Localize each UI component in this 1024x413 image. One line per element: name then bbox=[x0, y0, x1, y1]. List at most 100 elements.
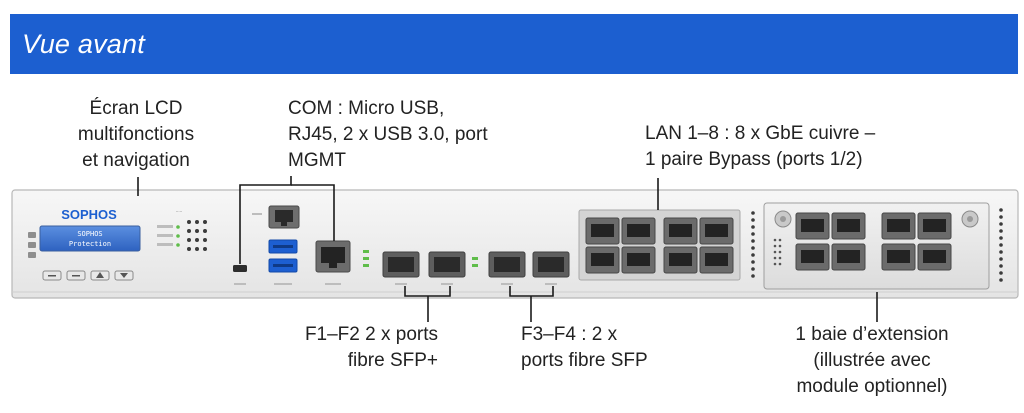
device-detail bbox=[778, 238, 782, 242]
device-detail bbox=[705, 224, 728, 237]
device-detail bbox=[627, 224, 650, 237]
callout-lcd-line: et navigation bbox=[82, 150, 190, 171]
device-detail bbox=[999, 257, 1003, 261]
callout-lcd-label: Écran LCD multifonctions et navigation bbox=[60, 96, 212, 174]
callout-lan-line: LAN 1–8 : 8 x GbE cuivre – bbox=[645, 123, 876, 144]
port-socket bbox=[388, 257, 414, 272]
device-detail bbox=[773, 256, 777, 260]
vent-dot bbox=[187, 238, 191, 242]
led-label bbox=[157, 234, 173, 237]
minus-icon bbox=[72, 275, 80, 277]
lan-sockets bbox=[591, 224, 728, 266]
device-detail bbox=[801, 250, 824, 263]
callout-lan-line: 1 paire Bypass (ports 1/2) bbox=[645, 149, 863, 170]
vent-dot bbox=[203, 220, 207, 224]
callout-com-line: MGMT bbox=[288, 150, 347, 171]
port-label bbox=[441, 283, 453, 285]
device-detail bbox=[999, 264, 1003, 268]
device-detail bbox=[773, 262, 777, 266]
device-detail bbox=[705, 253, 728, 266]
sfp-leds bbox=[363, 250, 478, 267]
device-detail bbox=[999, 229, 1003, 233]
vent-dot bbox=[187, 247, 191, 251]
port-label bbox=[274, 283, 292, 285]
left-handle-screws bbox=[28, 232, 36, 258]
port-socket bbox=[494, 257, 520, 272]
device-detail bbox=[999, 250, 1003, 254]
port-label bbox=[234, 283, 246, 285]
device-detail bbox=[999, 278, 1003, 282]
vent-dot bbox=[187, 220, 191, 224]
vent-dot bbox=[203, 247, 207, 251]
screw bbox=[28, 252, 36, 258]
status-leds: ····· bbox=[157, 209, 182, 247]
device-detail bbox=[778, 262, 782, 266]
port-socket bbox=[281, 222, 287, 226]
device-detail bbox=[999, 271, 1003, 275]
port-socket bbox=[273, 245, 293, 248]
callout-lcd-line: Écran LCD bbox=[89, 98, 183, 119]
bay-side-dots bbox=[773, 238, 782, 266]
callout-line-com-mgmt bbox=[291, 184, 335, 241]
device-detail bbox=[923, 219, 946, 232]
vent-dot bbox=[195, 238, 199, 242]
lcd-line1: SOPHOS bbox=[77, 230, 102, 238]
callout-bay-line: 1 baie d’extension bbox=[795, 324, 949, 345]
device-detail bbox=[751, 253, 755, 257]
device-detail bbox=[999, 215, 1003, 219]
device-detail bbox=[778, 256, 782, 260]
device-detail bbox=[669, 224, 692, 237]
vent-dot bbox=[203, 238, 207, 242]
callout-f3f4-line: F3–F4 : 2 x bbox=[521, 324, 618, 345]
minus-icon bbox=[48, 275, 56, 277]
callout-f3f4-label: F3–F4 : 2 x ports fibre SFP bbox=[521, 322, 648, 374]
device-detail bbox=[999, 236, 1003, 240]
port-label bbox=[501, 283, 513, 285]
sophos-logo: SOPHOS bbox=[61, 207, 117, 222]
arrow-down-icon bbox=[120, 273, 128, 278]
vent-column-right bbox=[999, 208, 1003, 282]
bay-thumbscrews bbox=[774, 210, 979, 228]
vent-column bbox=[751, 211, 755, 278]
device-detail bbox=[48, 272, 128, 278]
device-detail bbox=[751, 246, 755, 250]
sfp-ports bbox=[488, 251, 570, 285]
vent-dot bbox=[195, 229, 199, 233]
device-detail bbox=[751, 260, 755, 264]
led bbox=[363, 264, 369, 267]
port-socket bbox=[321, 247, 345, 263]
led-label bbox=[157, 243, 173, 246]
port-socket bbox=[434, 257, 460, 272]
port-socket bbox=[273, 264, 293, 267]
callout-bay-line: module optionnel) bbox=[796, 376, 948, 397]
callout-f1f2-label: F1–F2 2 x ports fibre SFP+ bbox=[262, 322, 438, 374]
callout-bay-label: 1 baie d’extension (illustrée avec modul… bbox=[772, 322, 972, 400]
led bbox=[472, 257, 478, 260]
bay-module-sockets bbox=[801, 219, 946, 263]
arrow-up-icon bbox=[96, 272, 104, 278]
device-detail bbox=[773, 238, 777, 242]
vent-dot bbox=[187, 229, 191, 233]
device-detail bbox=[591, 224, 614, 237]
callout-f1f2-line: F1–F2 2 x ports bbox=[304, 324, 438, 345]
callout-com-label: COM : Micro USB, RJ45, 2 x USB 3.0, port… bbox=[288, 96, 488, 174]
port-socket bbox=[275, 210, 293, 222]
sfp-plus-ports bbox=[382, 251, 466, 285]
device-detail bbox=[627, 253, 650, 266]
device-detail bbox=[999, 208, 1003, 212]
led bbox=[472, 264, 478, 267]
micro-usb-port bbox=[233, 265, 247, 272]
callout-lan-label: LAN 1–8 : 8 x GbE cuivre – 1 paire Bypas… bbox=[645, 121, 875, 173]
device-detail bbox=[999, 243, 1003, 247]
vent-grid bbox=[187, 220, 207, 251]
device-detail bbox=[591, 253, 614, 266]
lcd-line2: Protection bbox=[69, 240, 111, 248]
led-label: ····· bbox=[176, 209, 182, 214]
device-detail bbox=[773, 244, 777, 248]
led bbox=[176, 225, 180, 229]
callout-com-line: COM : Micro USB, bbox=[288, 98, 445, 119]
port-label bbox=[252, 213, 262, 215]
vent-dot bbox=[203, 229, 207, 233]
callout-f3f4-line: ports fibre SFP bbox=[521, 350, 648, 371]
led bbox=[363, 257, 369, 260]
